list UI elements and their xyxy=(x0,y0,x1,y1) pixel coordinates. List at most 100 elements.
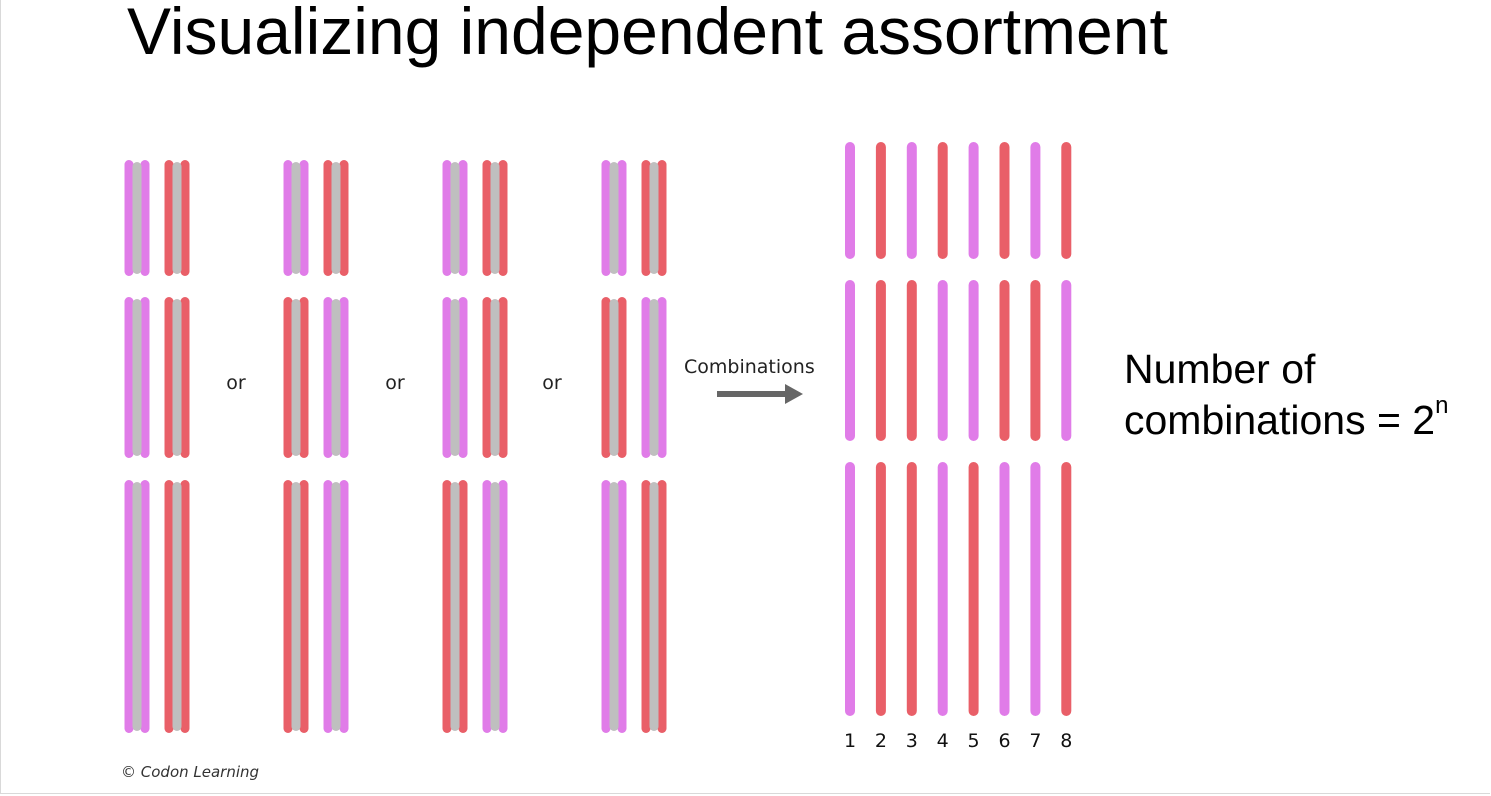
combination-7-chromosome-2 xyxy=(1030,280,1041,441)
combination-1-chromosome-1 xyxy=(845,142,855,259)
combinations-label: Combinations xyxy=(684,356,815,378)
arrangement-4-row-3-left-chromatid-right xyxy=(617,480,627,733)
arrangement-4-row-3-right-centromere xyxy=(649,482,659,731)
arrangement-4-row-2-left-chromatid-left xyxy=(601,297,611,458)
arrangement-1-row-3-left-chromatid-left xyxy=(124,480,134,733)
arrangement-1-row-3-right-centromere xyxy=(172,482,182,731)
combination-5-chromosome-1 xyxy=(968,142,979,259)
combination-8-chromosome-2 xyxy=(1061,280,1072,441)
arrangement-2-row-1-left-chromatid-right xyxy=(299,160,309,276)
arrangement-4-row-2-left-chromatid-right xyxy=(617,297,627,458)
arrangement-4-row-3-left-chromatid-left xyxy=(601,480,611,733)
formula-exponent: n xyxy=(1435,392,1449,420)
arrangement-2-row-1-right-centromere xyxy=(331,162,341,274)
combination-5-chromosome-2 xyxy=(968,280,979,441)
arrangement-1-row-3-left-chromatid-right xyxy=(140,480,150,733)
combination-2-chromosome-2 xyxy=(875,280,886,441)
combination-number-3: 3 xyxy=(905,730,918,752)
combination-2-chromosome-3 xyxy=(875,462,886,716)
arrangement-1-row-2-right-centromere xyxy=(172,299,182,456)
combination-3-chromosome-3 xyxy=(906,462,917,716)
arrangement-4-row-1-right-centromere xyxy=(649,162,659,274)
combination-7-chromosome-1 xyxy=(1030,142,1041,259)
combination-3-chromosome-2 xyxy=(906,280,917,441)
arrangement-2-row-1-right-chromatid-left xyxy=(323,160,333,276)
combination-formula: Number of combinations = 2n xyxy=(1124,344,1448,447)
arrangement-4-row-1-left-chromatid-left xyxy=(601,160,611,276)
combination-number-5: 5 xyxy=(967,730,980,752)
arrangement-3-row-3-right-chromatid-right xyxy=(498,480,508,733)
arrangement-4-row-3-right-chromatid-left xyxy=(641,480,651,733)
arrangement-3-row-3-right-chromatid-left xyxy=(482,480,492,733)
or-label-1: or xyxy=(226,372,246,394)
arrangement-1-row-2-left-centromere xyxy=(132,299,142,456)
arrangement-4-row-1-right-chromatid-right xyxy=(657,160,667,276)
arrangement-3-row-3-left-chromatid-right xyxy=(458,480,468,733)
combination-number-6: 6 xyxy=(998,730,1011,752)
slide-title: Visualizing independent assortment xyxy=(127,0,1168,68)
arrangement-3-row-3-left-chromatid-left xyxy=(442,480,452,733)
arrangement-2-row-3-left-chromatid-right xyxy=(299,480,309,733)
combination-8-chromosome-1 xyxy=(1061,142,1072,259)
arrangement-1-row-2-right-chromatid-left xyxy=(164,297,174,458)
arrangement-4-row-2-right-chromatid-left xyxy=(641,297,651,458)
arrangement-1-row-1-right-chromatid-left xyxy=(164,160,174,276)
arrangement-3-row-3-left-centromere xyxy=(450,482,460,731)
combination-1-chromosome-2 xyxy=(845,280,855,441)
arrangement-3-row-1-right-chromatid-left xyxy=(482,160,492,276)
combination-2-chromosome-1 xyxy=(875,142,886,259)
combination-4-chromosome-2 xyxy=(937,280,948,441)
combination-number-7: 7 xyxy=(1029,730,1042,752)
copyright-credit: © Codon Learning xyxy=(121,763,260,781)
arrangement-3-row-1-left-chromatid-left xyxy=(442,160,452,276)
arrangement-1-row-3-left-centromere xyxy=(132,482,142,731)
arrangement-1-row-3-right-chromatid-right xyxy=(180,480,190,733)
arrangement-1-row-1-right-centromere xyxy=(172,162,182,274)
arrangement-2-row-2-left-centromere xyxy=(291,299,301,456)
arrangement-1-row-3-right-chromatid-left xyxy=(164,480,174,733)
combination-7-chromosome-3 xyxy=(1030,462,1041,716)
arrangement-1-row-2-left-chromatid-left xyxy=(124,297,134,458)
formula-line-2: combinations = 2n xyxy=(1124,392,1449,446)
arrangement-4-row-3-left-centromere xyxy=(609,482,619,731)
combination-number-2: 2 xyxy=(874,730,887,752)
arrangement-4-row-2-right-chromatid-right xyxy=(657,297,667,458)
arrangement-2-row-2-left-chromatid-left xyxy=(283,297,293,458)
combination-4-chromosome-3 xyxy=(937,462,948,716)
right-arrow-icon xyxy=(717,384,803,404)
arrangement-2-row-2-right-chromatid-left xyxy=(323,297,333,458)
arrangement-3-row-2-left-centromere xyxy=(450,299,460,456)
or-label-3: or xyxy=(542,372,562,394)
arrangement-4-row-2-left-centromere xyxy=(609,299,619,456)
arrangement-1-row-1-right-chromatid-right xyxy=(180,160,190,276)
arrangement-1-row-1-left-centromere xyxy=(132,162,142,274)
arrangement-3-row-2-right-centromere xyxy=(490,299,500,456)
formula-line-1: Number of xyxy=(1124,346,1316,392)
arrangement-2-row-3-left-centromere xyxy=(291,482,301,731)
formula-text: combinations = 2 xyxy=(1124,397,1436,444)
arrangement-2-row-2-right-centromere xyxy=(331,299,341,456)
combination-3-chromosome-1 xyxy=(906,142,917,259)
combination-4-chromosome-1 xyxy=(937,142,948,259)
arrangement-2-row-3-right-chromatid-right xyxy=(339,480,349,733)
arrangement-3-row-3-right-centromere xyxy=(490,482,500,731)
arrangement-2-row-3-left-chromatid-left xyxy=(283,480,293,733)
arrangement-3-row-2-right-chromatid-left xyxy=(482,297,492,458)
arrangement-2-row-3-right-centromere xyxy=(331,482,341,731)
combination-6-chromosome-3 xyxy=(999,462,1010,716)
arrangement-1-row-2-left-chromatid-right xyxy=(140,297,150,458)
combination-6-chromosome-2 xyxy=(999,280,1010,441)
arrangement-2-row-2-right-chromatid-right xyxy=(339,297,349,458)
combination-number-1: 1 xyxy=(843,730,857,752)
combination-6-chromosome-1 xyxy=(999,142,1010,259)
combination-number-4: 4 xyxy=(936,730,949,752)
arrangement-3-row-1-right-centromere xyxy=(490,162,500,274)
arrangement-4-row-1-left-centromere xyxy=(609,162,619,274)
arrangement-2-row-1-left-chromatid-left xyxy=(283,160,293,276)
arrangement-3-row-2-left-chromatid-left xyxy=(442,297,452,458)
or-label-2: or xyxy=(385,372,405,394)
arrangement-3-row-1-left-centromere xyxy=(450,162,460,274)
arrangement-1-row-1-left-chromatid-right xyxy=(140,160,150,276)
